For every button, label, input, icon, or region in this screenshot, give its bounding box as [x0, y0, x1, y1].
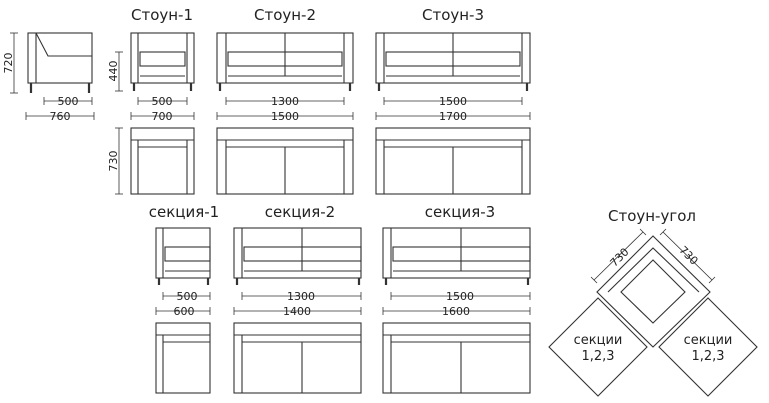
sec1-total-width-label: 600: [174, 305, 195, 318]
sec2-total-width-label: 1400: [283, 305, 311, 318]
sec3-total-width-label: 1600: [442, 305, 470, 318]
sec2-title: секция-2: [265, 203, 335, 221]
corner-dim-right-label: 730: [676, 244, 700, 268]
ston3-group: Стоун-3 1500 1700: [375, 6, 531, 195]
sec1-title: секция-1: [149, 203, 219, 221]
seat-height-label: 440: [107, 61, 120, 82]
corner-title: Стоун-угол: [608, 207, 696, 225]
ston1-total-width-label: 700: [152, 110, 173, 123]
ston2-title: Стоун-2: [254, 6, 316, 24]
sec2-group: секция-2 1300 1400: [233, 203, 362, 394]
corner-group: Стоун-угол 730 730 секции 1,2,3 секции 1…: [548, 207, 758, 397]
ston3-seat-width-label: 1500: [439, 95, 467, 108]
ston1-group: Стоун-1 440 500 700 730: [107, 6, 195, 195]
ston2-seat-width-label: 1300: [271, 95, 299, 108]
depth-label: 730: [107, 151, 120, 172]
sec2-seat-width-label: 1300: [287, 290, 315, 303]
sec3-seat-width-label: 1500: [446, 290, 474, 303]
ston1-title: Стоун-1: [131, 6, 193, 24]
ston1-seat-width-label: 500: [152, 95, 173, 108]
sec3-title: секция-3: [425, 203, 495, 221]
corner-right-section-line1: секции: [684, 333, 733, 348]
side-seat-depth-label: 500: [58, 95, 79, 108]
side-total-depth-label: 760: [50, 110, 71, 123]
side-height-label: 720: [2, 53, 15, 74]
corner-left-section-line1: секции: [574, 333, 623, 348]
side-view: 720 500 760: [2, 32, 95, 123]
ston2-total-width-label: 1500: [271, 110, 299, 123]
corner-left-section-line2: 1,2,3: [581, 349, 614, 364]
sec1-group: секция-1 500 600: [149, 203, 219, 394]
corner-dim-left-label: 730: [608, 246, 632, 270]
sec3-group: секция-3 1500 1600: [382, 203, 531, 394]
ston2-group: Стоун-2 1300 1500: [216, 6, 354, 195]
corner-right-section-line2: 1,2,3: [691, 349, 724, 364]
sec1-seat-width-label: 500: [177, 290, 198, 303]
ston3-title: Стоун-3: [422, 6, 484, 24]
ston3-total-width-label: 1700: [439, 110, 467, 123]
